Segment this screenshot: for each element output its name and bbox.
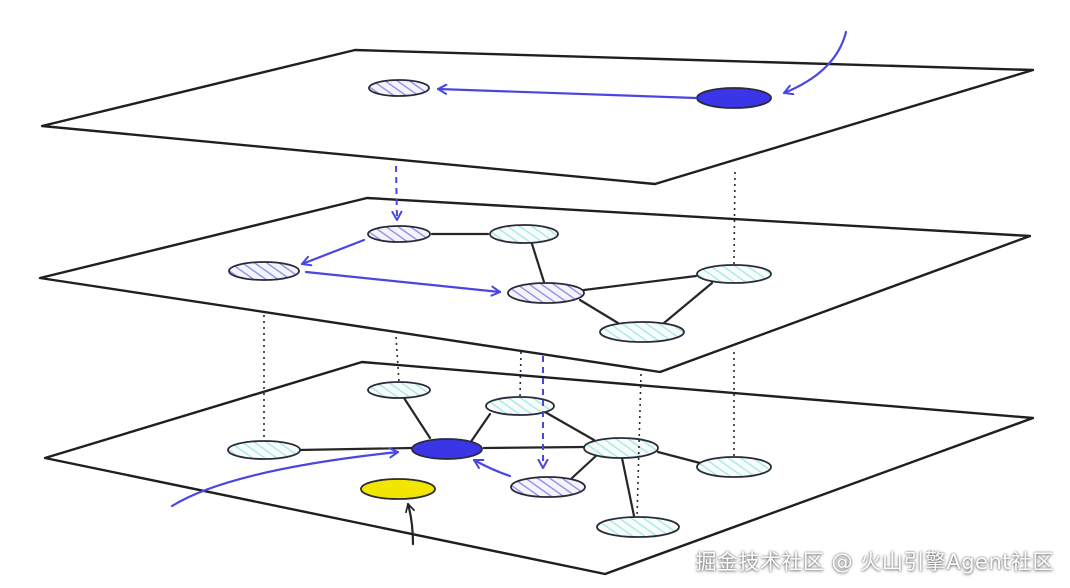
edge bbox=[578, 298, 620, 325]
edge bbox=[662, 281, 714, 325]
node-candidate bbox=[367, 381, 431, 399]
node-candidate bbox=[227, 440, 301, 460]
edge bbox=[482, 445, 587, 450]
greedy-step-arrow bbox=[436, 89, 698, 100]
node-visited bbox=[368, 79, 430, 97]
node-candidate bbox=[489, 224, 559, 244]
edge bbox=[582, 274, 698, 292]
layer-bottom bbox=[43, 360, 1035, 576]
entry-arrow-top bbox=[782, 30, 848, 93]
layer-link bbox=[395, 336, 400, 383]
descend-arrow bbox=[396, 165, 397, 220]
node-candidate bbox=[599, 321, 685, 343]
greedy-step-arrow bbox=[304, 270, 502, 292]
node-candidate bbox=[596, 516, 680, 538]
node-visited bbox=[507, 282, 585, 304]
layer-middle bbox=[38, 196, 1032, 374]
edge bbox=[570, 453, 599, 480]
query-pointer-arrow bbox=[405, 502, 415, 546]
node-visited bbox=[228, 261, 300, 281]
node-visited bbox=[510, 476, 586, 498]
layer-top-plane bbox=[40, 48, 1035, 186]
edge bbox=[402, 396, 432, 440]
greedy-step-arrow bbox=[300, 238, 366, 264]
node-entry-bottom bbox=[411, 438, 483, 460]
node-candidate bbox=[485, 396, 555, 416]
inter-layer-links-lower bbox=[263, 309, 735, 518]
layer-top bbox=[40, 48, 1035, 186]
edge bbox=[656, 450, 702, 465]
greedy-step-arrow bbox=[472, 458, 512, 478]
edge bbox=[530, 242, 546, 284]
node-query-target bbox=[360, 478, 436, 500]
node-candidate bbox=[583, 437, 659, 459]
edge bbox=[543, 410, 596, 442]
entry-arrow-bottom bbox=[170, 452, 400, 508]
node-visited bbox=[367, 225, 431, 243]
layer-link bbox=[519, 351, 522, 398]
edge bbox=[620, 456, 636, 518]
edge bbox=[466, 412, 492, 448]
node-candidate bbox=[696, 456, 772, 478]
node-candidate bbox=[696, 264, 772, 284]
layer-bottom-plane bbox=[43, 360, 1035, 576]
search-path bbox=[170, 30, 848, 546]
node-entry-top bbox=[696, 87, 772, 109]
watermark: 掘金技术社区 @ 火山引擎Agent社区 bbox=[695, 550, 1054, 574]
